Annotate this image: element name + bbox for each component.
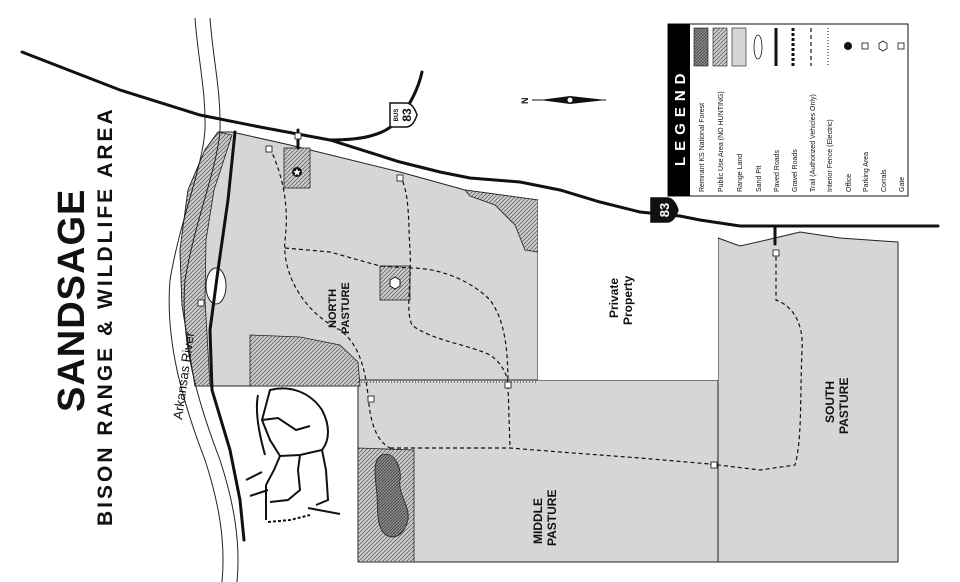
corrals-icon bbox=[878, 40, 888, 52]
parking-markers bbox=[197, 132, 780, 307]
us-shield-number: 83 bbox=[657, 203, 672, 217]
neighbourhood-roads bbox=[245, 387, 341, 520]
bus-shield-top: BUS bbox=[394, 109, 400, 122]
legend-public-swatch bbox=[712, 27, 728, 67]
legend: LEGEND Remnant KS National Forest Public… bbox=[667, 23, 909, 197]
legend-item-label: Paved Roads bbox=[774, 149, 781, 192]
private-property-label: Private bbox=[607, 278, 621, 318]
parking-area-icon bbox=[294, 132, 302, 140]
legend-heading-band bbox=[668, 24, 690, 196]
parking-area-icon bbox=[772, 249, 780, 257]
office-icon bbox=[844, 42, 852, 50]
gate-icon bbox=[396, 174, 404, 182]
gate-markers bbox=[265, 145, 718, 469]
legend-item-label: Gate bbox=[899, 177, 906, 192]
legend-heading: LEGEND bbox=[672, 67, 689, 166]
north-arrow-icon: N bbox=[520, 96, 606, 104]
legend-item-label: Trail (Authorized Vehicles Only) bbox=[810, 94, 817, 192]
office-icon bbox=[292, 167, 302, 177]
gate-icon bbox=[504, 381, 512, 389]
sand-pit-pond bbox=[374, 453, 409, 538]
gate-icon bbox=[897, 42, 905, 50]
private-property-label: Property bbox=[621, 275, 635, 325]
parking-area-icon bbox=[861, 42, 869, 50]
legend-sandpit-swatch bbox=[753, 34, 763, 60]
highway-83 bbox=[20, 50, 940, 228]
map-subtitle: BISON RANGE & WILDLIFE AREA bbox=[94, 106, 117, 526]
bus-shield-number: 83 bbox=[400, 108, 414, 122]
south-pasture-label: PASTURE bbox=[837, 378, 851, 434]
gate-icon bbox=[367, 395, 375, 403]
north-pasture-area bbox=[179, 131, 539, 387]
arkansas-river bbox=[168, 17, 239, 582]
parking-area-icon bbox=[197, 299, 205, 307]
gate-icon bbox=[710, 461, 718, 469]
legend-item-label: Parking Area bbox=[863, 152, 870, 192]
private-property bbox=[538, 200, 718, 380]
remnant-forest bbox=[179, 131, 539, 563]
south-pasture-label: SOUTH bbox=[823, 381, 837, 423]
legend-item-label: Gravel Roads bbox=[792, 149, 799, 192]
legend-range-swatch bbox=[731, 27, 747, 67]
range-land bbox=[179, 131, 899, 563]
north-pasture-label: NORTH bbox=[327, 289, 339, 328]
forest-river-strip bbox=[179, 131, 233, 387]
middle-pasture-label: PASTURE bbox=[545, 490, 559, 546]
legend-item-label: Sand Pit bbox=[756, 165, 763, 192]
map-title: SANDSAGE bbox=[51, 189, 93, 412]
corrals-icon bbox=[389, 276, 401, 290]
legend-item-label: Interior Fence (Electric) bbox=[827, 119, 834, 192]
south-pasture-area bbox=[717, 231, 899, 563]
entry-road bbox=[208, 130, 246, 542]
bus-83-shield: BUS 83 bbox=[389, 102, 418, 128]
legend-item-label: Office bbox=[846, 174, 853, 192]
neighbourhood-gravel bbox=[267, 514, 311, 523]
trails bbox=[269, 147, 803, 471]
legend-forest-swatch bbox=[693, 27, 709, 67]
legend-item-label: Public Use Area (NO HUNTING) bbox=[718, 91, 725, 192]
forest-west-block bbox=[249, 334, 361, 387]
north-pasture-label: PASTURE bbox=[340, 282, 352, 334]
middle-pasture-label: MIDDLE bbox=[531, 498, 545, 544]
gate-icon bbox=[265, 145, 273, 153]
legend-item-label: Range Land bbox=[737, 154, 744, 192]
us-83-shield: 83 bbox=[650, 197, 679, 223]
legend-item-label: Corrals bbox=[881, 169, 888, 192]
compass-n-label: N bbox=[520, 98, 530, 105]
legend-item-label: Remnant KS National Forest bbox=[699, 103, 706, 192]
